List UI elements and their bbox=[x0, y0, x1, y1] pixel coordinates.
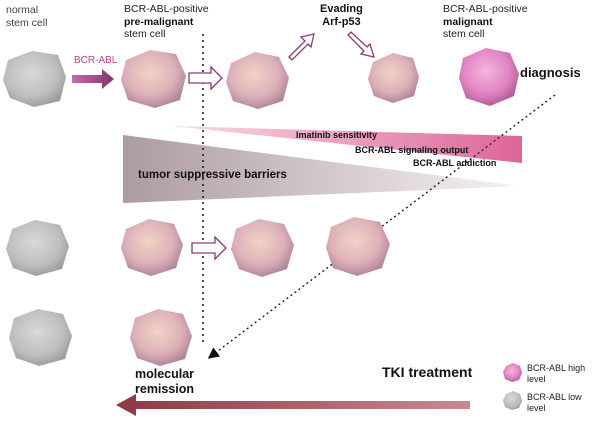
evading-cell bbox=[368, 53, 419, 103]
outline-arrow-row1-down bbox=[347, 31, 375, 58]
malignant-label-line1: BCR-ABL-positive bbox=[443, 3, 528, 15]
imatinib-sensitivity-label: Imatinib sensitivity bbox=[296, 130, 378, 140]
premalignant-cell-row2-c bbox=[326, 217, 390, 276]
imatinib-sensitivity-wedge bbox=[172, 126, 522, 163]
normal-cell-row2 bbox=[6, 220, 69, 276]
premalignant-stem-cell bbox=[121, 50, 186, 108]
bcr-abl-addiction-label: BCR-ABL addiction bbox=[413, 158, 497, 168]
malignant-label-line3: stem cell bbox=[443, 28, 485, 40]
molecular-label-line1: molecular bbox=[135, 367, 195, 381]
outline-arrow-row1-horizontal bbox=[188, 65, 223, 91]
legend-low-label: BCR-ABL low level bbox=[527, 392, 582, 414]
normal-label-line1: normal bbox=[6, 4, 39, 16]
malignant-stem-cell bbox=[459, 48, 519, 106]
diagnosis-to-remission-arrow bbox=[207, 94, 556, 359]
malignant-stem-cell-label: BCR-ABL-positive malignant stem cell bbox=[443, 3, 528, 41]
evading-label-line1: Evading bbox=[320, 3, 363, 15]
evading-label-line2: Arf-p53 bbox=[322, 16, 361, 28]
premalignant-stem-cell-label: BCR-ABL-positive pre-malignant stem cell bbox=[124, 3, 209, 41]
legend-high-line2: level bbox=[527, 374, 546, 384]
outline-arrow-row1-up bbox=[288, 33, 315, 61]
legend-high-label: BCR-ABL high level bbox=[527, 363, 585, 385]
evading-arf-p53-label: Evading Arf-p53 bbox=[320, 3, 363, 29]
normal-stem-cell bbox=[3, 51, 66, 107]
molecular-remission-label: molecular remission bbox=[135, 367, 194, 397]
remission-label-line2: remission bbox=[135, 382, 195, 396]
premalignant-label-line1: BCR-ABL-positive bbox=[124, 3, 209, 15]
legend-high-swatch bbox=[503, 363, 522, 382]
outline-arrow-row2-horizontal bbox=[191, 235, 227, 261]
tumor-suppressive-barriers-label: tumor suppressive barriers bbox=[138, 169, 287, 181]
legend-low-line2: level bbox=[527, 403, 546, 413]
tki-treatment-arrow bbox=[116, 394, 470, 416]
normal-stem-cell-label: normal stem cell bbox=[6, 4, 47, 29]
premalignant-cell-row2-b bbox=[231, 219, 294, 277]
bcr-abl-signaling-output-label: BCR-ABL signaling output bbox=[355, 145, 469, 155]
bcr-abl-arrow bbox=[72, 69, 114, 89]
tki-treatment-label: TKI treatment bbox=[382, 364, 473, 380]
tumor-barriers-wedge bbox=[123, 135, 520, 203]
normal-cell-row3 bbox=[9, 309, 72, 366]
premalignant-label-line3: stem cell bbox=[124, 28, 166, 40]
legend-low-swatch bbox=[503, 391, 522, 410]
legend-high-line1: BCR-ABL high bbox=[527, 363, 586, 373]
premalignant-cell-row2-a bbox=[121, 219, 183, 276]
legend-low-line1: BCR-ABL low bbox=[527, 392, 582, 402]
malignant-label-line2: malignant bbox=[443, 15, 493, 28]
premalignant-label-line2: pre-malignant bbox=[124, 15, 194, 28]
premalignant-cell-row3 bbox=[130, 309, 192, 366]
premalignant-cell-row1-b bbox=[226, 52, 289, 109]
normal-label-line2: stem cell bbox=[6, 16, 48, 29]
bcr-abl-arrow-label: BCR-ABL bbox=[74, 55, 118, 66]
diagnosis-label: diagnosis bbox=[520, 65, 581, 80]
